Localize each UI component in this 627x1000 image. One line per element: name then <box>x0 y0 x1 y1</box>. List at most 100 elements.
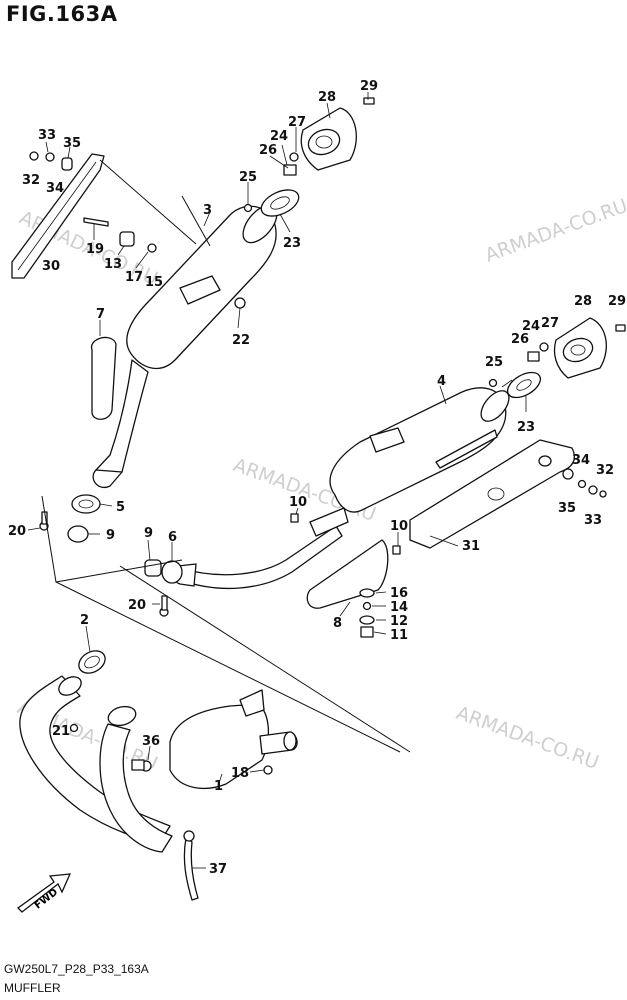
grommet-35a <box>61 157 73 171</box>
callout-37: 37 <box>209 862 227 877</box>
callout-1: 1 <box>214 779 223 794</box>
callout-21: 21 <box>52 724 70 739</box>
callout-33a: 33 <box>38 128 56 143</box>
callout-25a: 25 <box>239 170 257 185</box>
washer-17 <box>147 243 157 253</box>
callout-36: 36 <box>142 734 160 749</box>
bolt-18 <box>263 765 273 775</box>
bolt-10b <box>392 545 401 555</box>
washer-33a <box>45 152 55 162</box>
nut-22 <box>234 297 246 309</box>
bolt-32b <box>588 485 598 495</box>
callout-12: 12 <box>390 614 408 629</box>
clamp-37 <box>183 837 199 901</box>
rubber-16 <box>359 588 375 598</box>
washer-12 <box>359 615 375 625</box>
bolt-25b <box>488 378 498 388</box>
nut-24a <box>283 164 297 176</box>
gasket-9b <box>144 559 162 577</box>
callout-29a: 29 <box>360 79 378 94</box>
washer-34b <box>577 479 587 489</box>
grommet-35b <box>562 468 574 480</box>
bolt-25a <box>243 203 253 213</box>
bolt-21 <box>69 723 79 733</box>
callout-31: 31 <box>462 539 480 554</box>
callout-20a: 20 <box>8 524 26 539</box>
callout-2: 2 <box>80 613 89 628</box>
gasket-23b <box>506 371 542 399</box>
exhaust-pipe-1-assembly <box>19 650 298 901</box>
watermark-4: ARMADA-CO.RU <box>453 702 601 774</box>
washer-27b <box>539 342 549 352</box>
callout-28b: 28 <box>574 294 592 309</box>
callout-27b: 27 <box>541 316 559 331</box>
callout-27a: 27 <box>288 115 306 130</box>
gasket-9a <box>67 525 89 543</box>
callout-34b: 34 <box>572 453 590 468</box>
screw-29b <box>615 324 626 332</box>
muffler-1 <box>169 703 270 790</box>
callout-35b: 35 <box>558 501 576 516</box>
collar-14 <box>362 601 372 611</box>
clamps <box>39 494 183 617</box>
callout-9b: 9 <box>144 526 153 541</box>
callout-30: 30 <box>42 259 60 274</box>
bolt-32a <box>29 151 39 161</box>
washer-33b <box>599 490 607 498</box>
callout-4: 4 <box>437 374 446 389</box>
heat-shield-31 <box>409 439 575 549</box>
callout-10a: 10 <box>289 495 307 510</box>
gasket-23a <box>260 189 300 217</box>
nut-24b <box>527 351 540 362</box>
callout-11: 11 <box>390 628 408 643</box>
reference-lines <box>41 159 411 753</box>
callout-26b: 26 <box>511 332 529 347</box>
diagram-name: MUFFLER <box>4 981 61 995</box>
callout-8: 8 <box>333 616 342 631</box>
gasket-2 <box>78 650 106 674</box>
leader-lines <box>27 92 527 869</box>
callout-18: 18 <box>231 766 249 781</box>
watermark-2: ARMADA-CO.RU <box>482 195 627 267</box>
callout-24b: 24 <box>522 319 540 334</box>
bolt-10a <box>290 513 299 523</box>
callout-10b: 10 <box>390 519 408 534</box>
callout-34a: 34 <box>46 181 64 196</box>
callout-32a: 32 <box>22 173 40 188</box>
pipe-cover-7 <box>91 336 117 420</box>
callout-24a: 24 <box>270 129 288 144</box>
callout-7: 7 <box>96 307 105 322</box>
callout-26a: 26 <box>259 143 277 158</box>
fwd-arrow: FWD <box>17 873 72 913</box>
callout-20b: 20 <box>128 598 146 613</box>
callout-13: 13 <box>104 257 122 272</box>
callout-28a: 28 <box>318 90 336 105</box>
callout-25b: 25 <box>485 355 503 370</box>
callout-15: 15 <box>145 275 163 290</box>
cushion-13 <box>119 231 135 247</box>
muffler-4-assembly <box>173 317 626 638</box>
figure-title: FIG.163A <box>6 2 118 26</box>
callout-19: 19 <box>86 242 104 257</box>
callout-22: 22 <box>232 333 250 348</box>
callout-16: 16 <box>390 586 408 601</box>
callout-9a: 9 <box>106 528 115 543</box>
bolt-19 <box>83 217 109 227</box>
callout-29b: 29 <box>608 294 626 309</box>
muffler-4 <box>329 387 507 513</box>
washer-27a <box>289 152 299 162</box>
callout-3: 3 <box>203 203 212 218</box>
diagram-code: GW250L7_P28_P33_163A <box>4 962 149 976</box>
callout-23a: 23 <box>283 236 301 251</box>
callout-33b: 33 <box>584 513 602 528</box>
clamp-5 <box>71 494 101 514</box>
screw-29a <box>363 97 375 105</box>
callout-32b: 32 <box>596 463 614 478</box>
muffler-3-assembly <box>11 97 375 489</box>
callouts: 29 28 27 24 26 25 33 35 32 34 3 23 19 13… <box>8 79 626 877</box>
callout-5: 5 <box>116 500 125 515</box>
callout-14: 14 <box>390 600 408 615</box>
callout-23b: 23 <box>517 420 535 435</box>
callout-17: 17 <box>125 270 143 285</box>
